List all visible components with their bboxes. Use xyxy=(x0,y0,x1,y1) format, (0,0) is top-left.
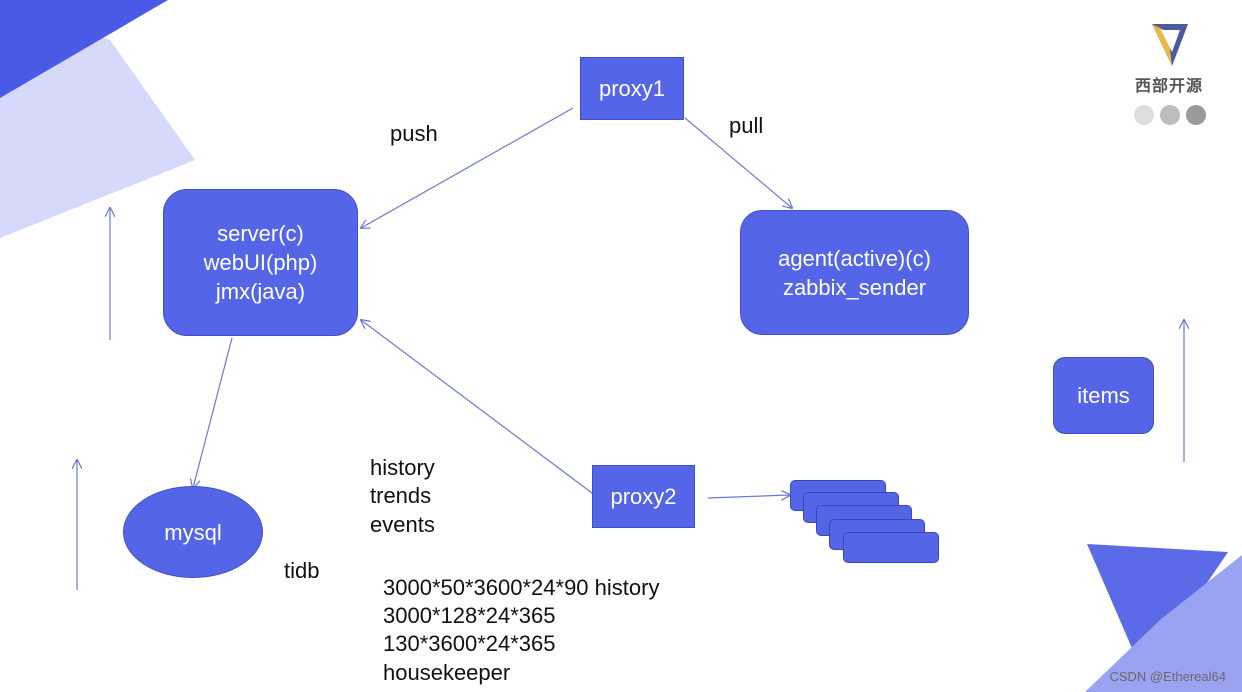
tidb-label: tidb xyxy=(284,558,320,583)
arrow-proxy2-to-server xyxy=(361,320,593,494)
data-type-trends: trends xyxy=(370,483,432,508)
calc-line-2: 3000*128*24*365 xyxy=(383,603,556,628)
proxy2-node: proxy2 xyxy=(592,465,695,528)
decor-bottom-right-dark xyxy=(1087,544,1228,676)
arrow-proxy1-to-server xyxy=(361,107,574,228)
server-node: server(c) webUI(php) jmx(java) xyxy=(163,189,358,336)
push-label: push xyxy=(390,121,438,146)
logo-dot-3 xyxy=(1186,105,1206,125)
logo-dot-2 xyxy=(1160,105,1180,125)
decor-dark-triangle xyxy=(0,0,168,98)
data-type-history: history xyxy=(370,455,435,480)
calc-line-3: 130*3600*24*365 xyxy=(383,631,556,656)
logo-mark-icon xyxy=(1152,24,1188,66)
agent-stack-card xyxy=(843,532,939,563)
decor-bottom-right-light xyxy=(1085,555,1242,692)
calc-line-1: 3000*50*3600*24*90 history xyxy=(383,575,660,600)
data-type-events: events xyxy=(370,512,435,537)
items-label: items xyxy=(1077,383,1130,408)
calc-line-4: housekeeper xyxy=(383,660,511,685)
arrow-proxy2-to-agents xyxy=(707,495,790,498)
logo-text: 西部开源 xyxy=(1135,78,1204,95)
server-line-3: jmx(java) xyxy=(215,279,306,304)
proxy2-label: proxy2 xyxy=(610,484,677,509)
arrow-server-to-mysql xyxy=(193,337,233,488)
mysql-node: mysql xyxy=(123,486,263,578)
agent-line-2: zabbix_sender xyxy=(782,274,927,300)
watermark: CSDN @Ethereal64 xyxy=(1109,669,1226,684)
pull-label: pull xyxy=(729,113,764,138)
mysql-label: mysql xyxy=(164,519,222,545)
proxy1-node: proxy1 xyxy=(580,57,684,120)
agent-line-1: agent(active)(c) xyxy=(778,245,931,271)
server-line-1: server(c) xyxy=(217,221,304,246)
logo-dot-1 xyxy=(1134,105,1154,125)
server-line-2: webUI(php) xyxy=(203,250,318,275)
items-node: items xyxy=(1053,357,1154,434)
agent-node: agent(active)(c) zabbix_sender xyxy=(740,210,969,335)
proxy1-label: proxy1 xyxy=(598,76,666,101)
arrow-proxy1-to-agent xyxy=(684,117,792,208)
